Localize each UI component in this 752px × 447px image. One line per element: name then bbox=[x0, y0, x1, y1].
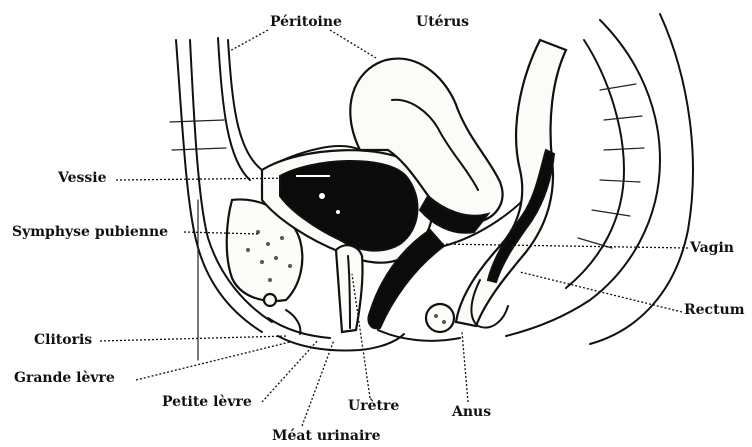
label-clitoris: Clitoris bbox=[34, 332, 92, 348]
label-vessie: Vessie bbox=[58, 170, 106, 186]
label-meat-urinaire: Méat urinaire bbox=[272, 428, 381, 444]
label-peritoine: Péritoine bbox=[270, 14, 342, 30]
label-anus: Anus bbox=[452, 404, 491, 420]
label-vagin: Vagin bbox=[690, 240, 734, 256]
anal-region bbox=[378, 304, 460, 341]
label-uterus: Utérus bbox=[416, 14, 469, 30]
abdominal-wall bbox=[170, 38, 272, 360]
label-grande-levre: Grande lèvre bbox=[14, 370, 115, 386]
label-petite-levre: Petite lèvre bbox=[162, 394, 252, 410]
label-rectum: Rectum bbox=[684, 302, 745, 318]
back-contour bbox=[590, 14, 693, 344]
label-symphyse-pubienne: Symphyse pubienne bbox=[12, 224, 168, 240]
label-uretre: Urètre bbox=[348, 398, 399, 414]
urethra bbox=[336, 245, 363, 332]
